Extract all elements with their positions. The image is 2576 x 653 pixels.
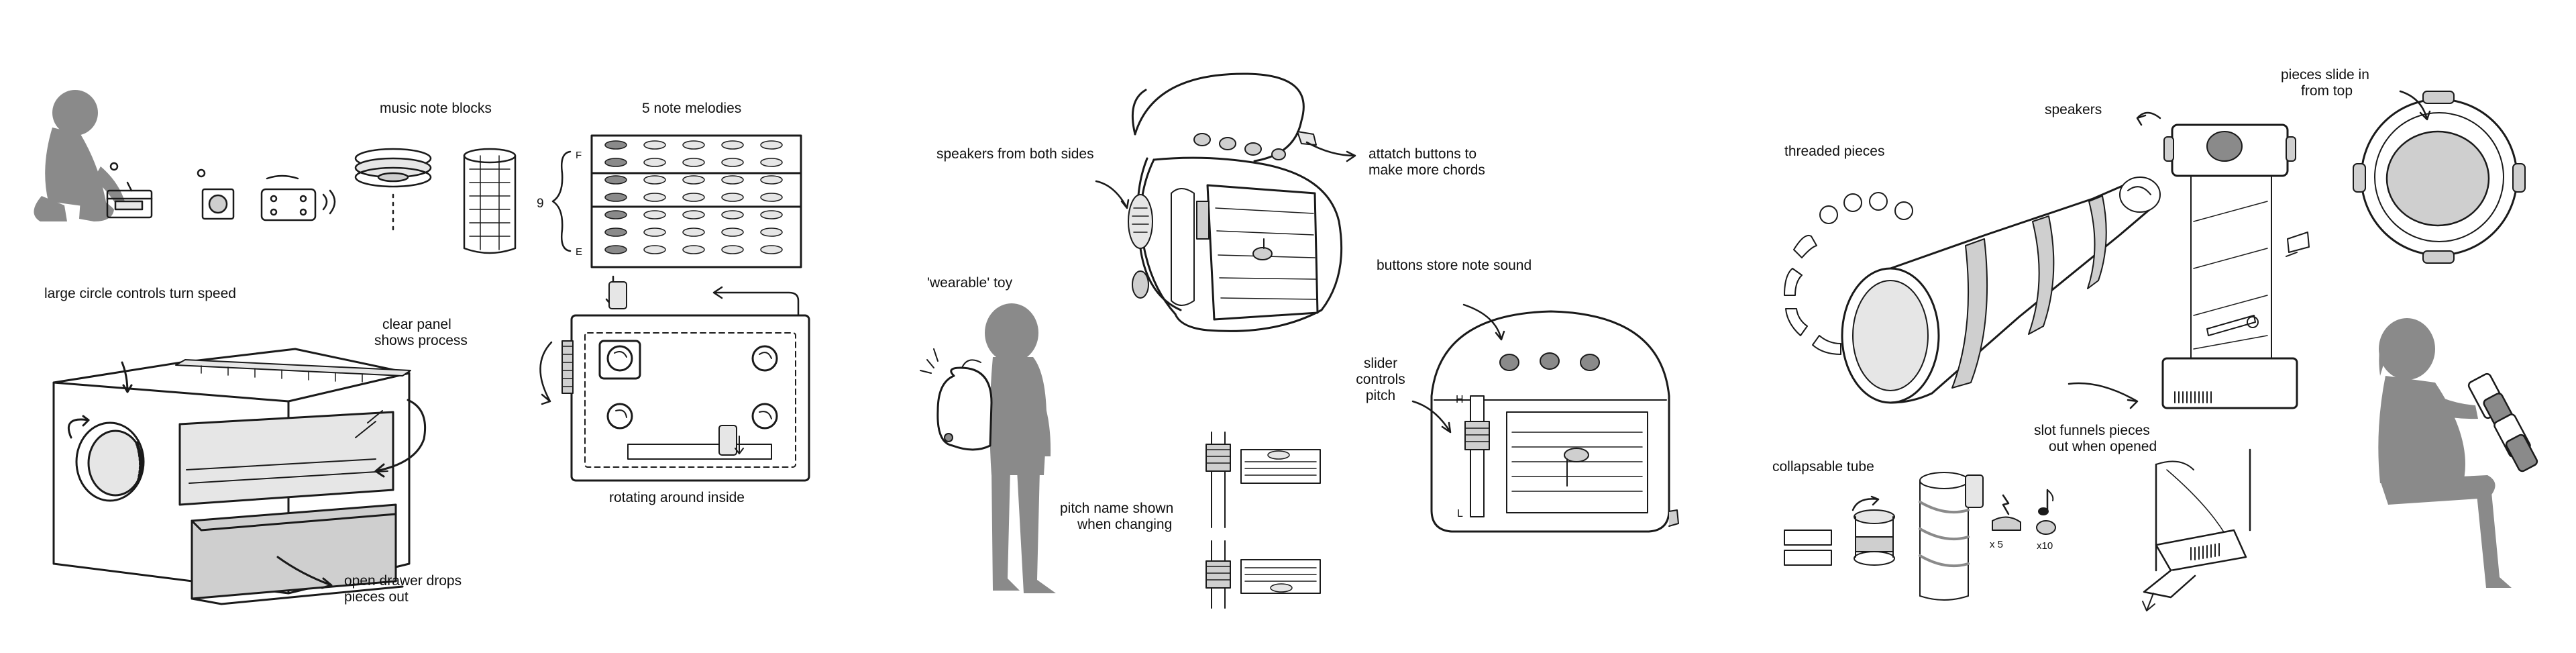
label-slider-1: slider	[1363, 356, 1398, 371]
label-slot-1: slot funnels pieces	[2034, 423, 2150, 438]
note-cell	[760, 193, 783, 202]
label-slot-2: out when opened	[2049, 439, 2157, 454]
label-buttons-store: buttons store note sound	[1377, 258, 1532, 273]
label-pitch-name-2: when changing	[1077, 517, 1173, 532]
note-cell	[643, 193, 666, 202]
note-cell	[760, 210, 783, 219]
label-pitch-name-1: pitch name shown	[1060, 501, 1174, 516]
panel-music-box	[34, 90, 810, 605]
music-note-blocks-sketch	[354, 148, 517, 254]
label-music-note-blocks: music note blocks	[380, 101, 492, 116]
label-clear-panel-1: clear panel	[382, 317, 451, 332]
box-sequence	[106, 162, 336, 221]
note-cell	[604, 210, 627, 219]
note-cell	[643, 228, 666, 237]
note-cell	[721, 158, 744, 167]
child-silhouette	[920, 303, 1056, 593]
note-cell	[682, 245, 705, 254]
note-cell	[721, 193, 744, 202]
label-slider-high: H	[1456, 394, 1464, 405]
note-cell	[604, 140, 627, 150]
note-cell	[682, 158, 705, 167]
note-cell	[682, 175, 705, 185]
label-speakers: speakers	[2045, 102, 2102, 117]
note-cell	[643, 140, 666, 150]
note-cell	[682, 228, 705, 237]
threaded-tube-sketch	[1784, 177, 2161, 404]
note-cell	[760, 228, 783, 237]
note-cell	[643, 158, 666, 167]
note-cell	[760, 245, 783, 254]
note-cell	[760, 158, 783, 167]
note-cell	[682, 140, 705, 150]
collapsable-tube-sketch	[1784, 472, 2056, 601]
label-slide-in-1: pieces slide in	[2281, 67, 2369, 83]
label-large-circle: large circle controls turn speed	[44, 286, 236, 301]
note-cell	[643, 210, 666, 219]
note-cell	[604, 158, 627, 167]
rotating-mechanism-sketch	[539, 275, 810, 482]
label-threaded-pieces: threaded pieces	[1784, 144, 1885, 159]
label-grid-f: F	[576, 150, 582, 161]
note-cell	[643, 175, 666, 185]
label-collapsable-tube: collapsable tube	[1772, 459, 1874, 474]
label-bracket-count: 9	[537, 197, 544, 211]
label-wearable-toy: 'wearable' toy	[927, 275, 1013, 291]
note-cell	[721, 210, 744, 219]
label-slider-3: pitch	[1365, 388, 1396, 403]
speaker-column-sketch	[2136, 111, 2310, 409]
note-cell	[721, 140, 744, 150]
note-cell	[760, 175, 783, 185]
music-box-sketch	[52, 348, 427, 605]
note-cell	[721, 245, 744, 254]
label-rotating: rotating around inside	[609, 490, 745, 505]
label-times-ten: x10	[2037, 540, 2053, 552]
label-attach-2: make more chords	[1368, 162, 1485, 178]
label-drawer-2: pieces out	[344, 589, 409, 605]
label-drawer-1: open drawer drops	[344, 573, 462, 589]
note-cell	[682, 193, 705, 202]
note-cell	[643, 245, 666, 254]
note-cell	[721, 175, 744, 185]
note-cell	[604, 175, 627, 185]
label-attach-1: attatch buttons to	[1368, 146, 1477, 162]
melody-note-grid	[551, 134, 802, 268]
note-cell	[721, 228, 744, 237]
label-speakers-both-sides: speakers from both sides	[936, 146, 1094, 162]
baby-silhouette	[34, 90, 125, 221]
label-clear-panel-2: shows process	[374, 333, 468, 348]
speaker-device-sketch	[1095, 72, 1356, 332]
label-slide-in-2: from top	[2301, 83, 2353, 99]
label-slider-low: L	[1457, 508, 1463, 519]
note-cell	[604, 228, 627, 237]
panel-tube	[1784, 90, 2538, 611]
label-slider-2: controls	[1356, 372, 1405, 387]
note-cell	[604, 193, 627, 202]
label-five-note-melodies: 5 note melodies	[642, 101, 742, 116]
controller-sketch	[1411, 303, 1679, 533]
pitch-display-sketch	[1205, 432, 1321, 609]
note-cell	[760, 140, 783, 150]
sitting-child-silhouette	[2378, 318, 2538, 588]
label-times-five: x 5	[1990, 539, 2004, 550]
note-cell	[604, 245, 627, 254]
label-grid-e: E	[576, 246, 583, 258]
panel-wearable	[920, 72, 1679, 609]
top-view-sketch	[2353, 90, 2526, 264]
slot-funnel-sketch	[2068, 382, 2251, 611]
note-cell	[682, 210, 705, 219]
